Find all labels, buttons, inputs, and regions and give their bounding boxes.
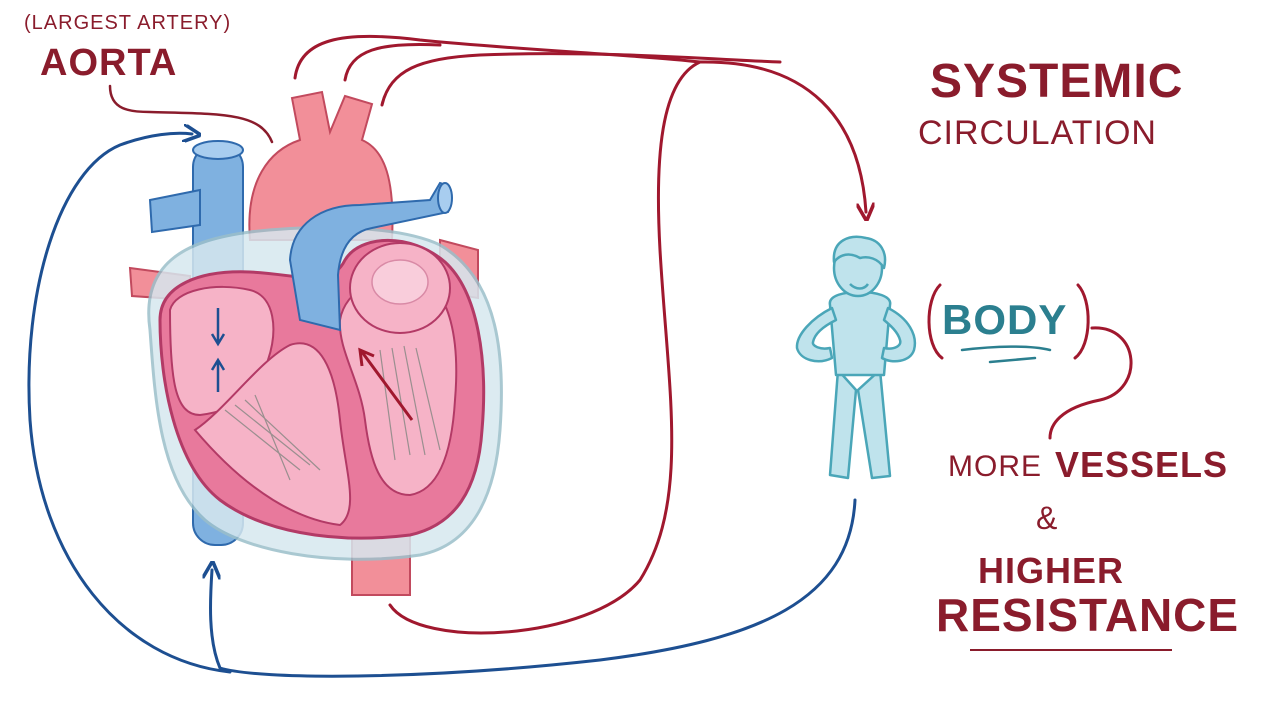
title-systemic: SYSTEMIC: [930, 55, 1184, 108]
artery-line-3: [380, 52, 782, 107]
body-underline: [960, 345, 1052, 364]
person-smile: [849, 283, 870, 290]
body-brace-left: [927, 283, 944, 360]
body-label: BODY: [942, 296, 1068, 343]
artery-line-2: [343, 42, 442, 82]
artery-line-1: [293, 34, 702, 80]
aorta-note-label: (LARGEST ARTERY): [24, 12, 232, 34]
chordae-tendineae: [224, 345, 441, 481]
person-icon: [795, 235, 917, 480]
ampersand-label: &: [1036, 500, 1059, 536]
atrium-flow-arrows: [210, 308, 226, 392]
aorta-label: AORTA: [40, 42, 178, 84]
vein-branch-left: [148, 188, 201, 234]
person-left-leg: [828, 368, 858, 480]
vein-left-loop: [27, 133, 232, 674]
heart-cross-section-icon: [128, 90, 503, 596]
person-right-leg: [856, 368, 892, 480]
higher-label: HIGHER: [978, 550, 1125, 591]
ventricle-flow-arrow-icon: [358, 347, 414, 421]
vein-from-body: [210, 498, 857, 678]
more-label: MORE: [948, 450, 1042, 483]
body-brace-right: [1073, 283, 1090, 360]
down-arrow-icon: [210, 308, 226, 347]
person-hair: [832, 235, 887, 270]
person-torso: [828, 290, 892, 377]
artery-to-body-arrow: [698, 60, 866, 212]
person-left-arm: [795, 306, 838, 363]
right-ventricle-chamber: [193, 342, 352, 527]
pulmonary-artery-opening: [437, 182, 453, 214]
person-right-arm: [880, 306, 917, 363]
body-connector-line: [1048, 326, 1133, 440]
up-arrow-icon: [210, 357, 226, 392]
vena-cava-top: [192, 140, 244, 160]
left-atrium-inner: [371, 259, 429, 305]
resistance-label: RESISTANCE: [936, 589, 1240, 641]
venous-flow-lines: [27, 133, 857, 678]
vessels-label: VESSELS: [1055, 444, 1229, 485]
aorta-pointer-line: [108, 84, 274, 144]
arterial-flow-lines: [293, 34, 866, 635]
aorta-vessel: [248, 90, 394, 241]
title-circulation: CIRCULATION: [918, 114, 1157, 152]
artery-return-loop: [388, 60, 702, 635]
